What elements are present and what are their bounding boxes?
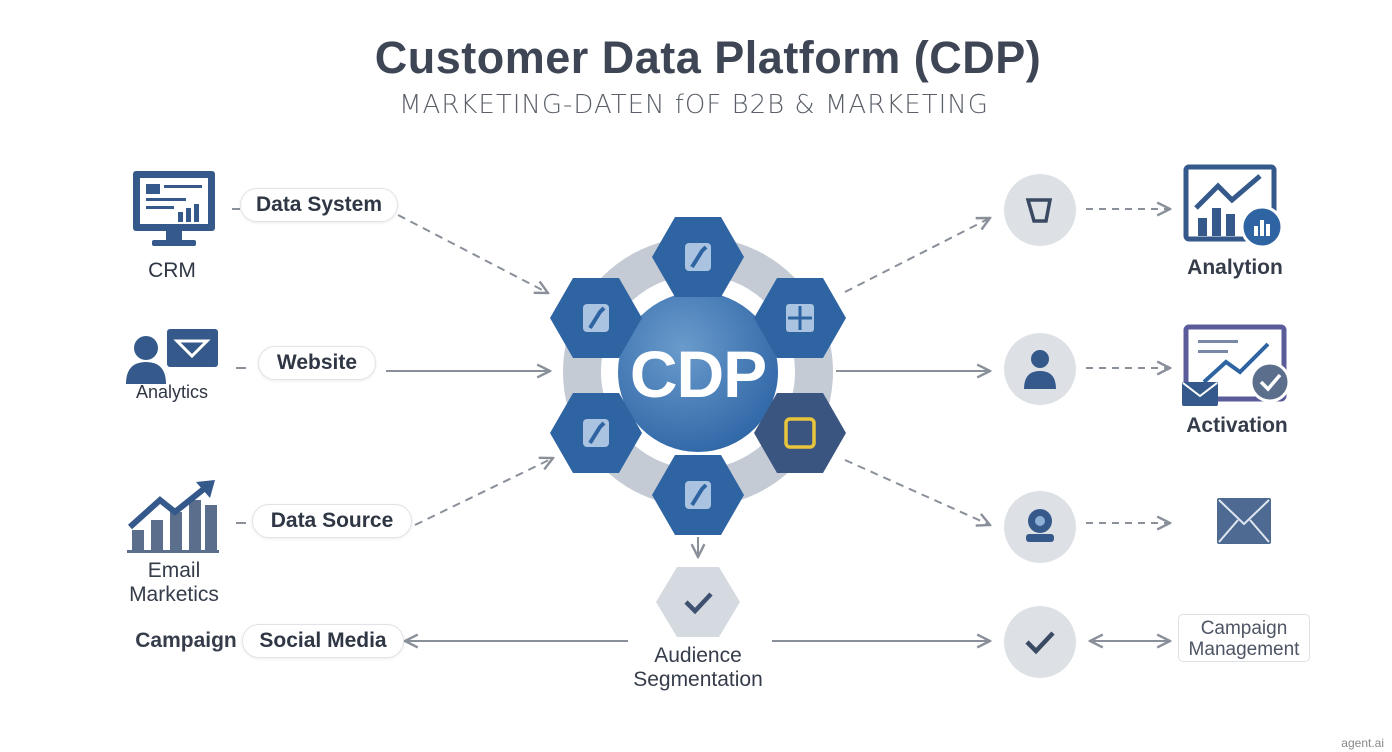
analytics-label: Analytics	[135, 382, 209, 402]
monitor-chart-icon	[133, 171, 215, 246]
social-media-pill: Social Media	[242, 624, 404, 658]
activation-dashboard-icon	[1182, 324, 1291, 406]
analytion-label: Analytion	[1187, 256, 1283, 279]
analytics-chart-icon	[1183, 164, 1284, 249]
page-subtitle: MARKETING-DATEN fOF B2B & MARKETING	[399, 90, 989, 120]
data-source-pill: Data Source	[252, 504, 412, 538]
cdp-label: CDP	[629, 337, 767, 411]
data-system-pill: Data System	[240, 188, 398, 222]
output-nodes	[1004, 174, 1076, 678]
growth-chart-icon	[127, 480, 219, 553]
campaign-label: Campaign	[135, 629, 237, 652]
user-message-icon	[126, 329, 218, 384]
page-title: Customer Data Platform (CDP)	[374, 32, 1042, 83]
highlight-module-hex	[754, 393, 846, 473]
cdp-core	[618, 292, 778, 452]
cdp-modules	[550, 217, 846, 535]
envelope-icon	[1217, 498, 1271, 544]
source-connectors	[232, 209, 1170, 641]
activation-label: Activation	[1186, 414, 1288, 437]
crm-label: CRM	[148, 259, 196, 282]
audience-segmentation-hex	[656, 567, 740, 637]
user-node	[1004, 333, 1076, 405]
module-hex	[550, 278, 642, 358]
email-marketics-label: Email Marketics	[129, 559, 219, 606]
cup-node	[1004, 174, 1076, 246]
webcam-node	[1004, 491, 1076, 563]
module-hex	[550, 393, 642, 473]
watermark: agent.ai	[1341, 736, 1384, 750]
audience-segmentation-label: Audience Segmentation	[633, 644, 763, 691]
check-node	[1004, 606, 1076, 678]
grid-module-hex	[754, 278, 846, 358]
website-pill: Website	[258, 346, 376, 380]
module-hex	[652, 217, 744, 297]
campaign-management-box: Campaign Management	[1178, 614, 1310, 662]
module-hex	[652, 455, 744, 535]
